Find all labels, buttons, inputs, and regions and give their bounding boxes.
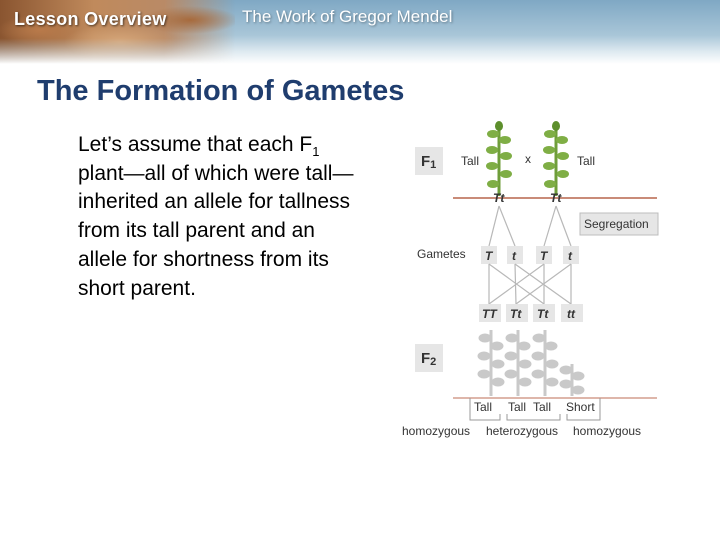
parent-right-label: Tall xyxy=(577,154,595,168)
gamete-box-2 xyxy=(507,246,523,264)
body-text-start: Let’s assume that each F xyxy=(78,133,313,156)
offspring-box-1 xyxy=(479,304,501,322)
parent-left-label: Tall xyxy=(461,154,479,168)
offspring-box-3 xyxy=(533,304,555,322)
f2-label-box xyxy=(415,344,443,372)
offspring-box-4 xyxy=(561,304,583,322)
f1-label-box xyxy=(415,147,443,175)
f2-plant-3 xyxy=(531,330,559,396)
body-text: Let’s assume that each F1 plant—all of w… xyxy=(78,131,358,303)
parent-left-genotype: Tt xyxy=(493,191,505,205)
unit-title: The Work of Gregor Mendel xyxy=(242,7,453,26)
body-text-end: plant—all of which were tall—inherited a… xyxy=(78,161,354,300)
segregation-label: Segregation xyxy=(584,217,649,231)
gamete-box-3 xyxy=(536,246,552,264)
offspring-genotype-3: Tt xyxy=(537,307,549,321)
parent-right-genotype: Tt xyxy=(550,191,562,205)
zygosity-brackets xyxy=(469,398,601,421)
zygosity-2: heterozygous xyxy=(486,424,558,438)
phenotype-1: Tall xyxy=(474,400,492,414)
offspring-box-2 xyxy=(506,304,528,322)
f2-plant-2 xyxy=(504,330,532,396)
gamete-box-4 xyxy=(563,246,579,264)
segregation-box xyxy=(579,212,659,236)
gametes-label: Gametes xyxy=(417,247,466,261)
offspring-genotype-1: TT xyxy=(482,307,498,321)
segregation-lines xyxy=(488,205,572,247)
phenotype-3: Tall xyxy=(533,400,551,414)
fertilization-lines xyxy=(488,263,572,305)
zygosity-1: homozygous xyxy=(402,424,470,438)
diagram-svg: F1 Tall x Tall Tt xyxy=(402,121,659,438)
gamete-4: t xyxy=(568,249,573,263)
f2-plant-4 xyxy=(559,364,585,396)
gamete-formation-diagram: F1 Tall x Tall Tt xyxy=(395,118,670,448)
header-photo xyxy=(0,0,235,64)
gamete-1: T xyxy=(485,249,494,263)
f2-plant-1 xyxy=(477,330,505,396)
header-banner: Lesson Overview The Work of Gregor Mende… xyxy=(0,0,720,64)
phenotype-2: Tall xyxy=(508,400,526,414)
f1-plant-right xyxy=(543,121,569,196)
gamete-box-1 xyxy=(481,246,497,264)
f2-label: F2 xyxy=(421,350,436,368)
gamete-3: T xyxy=(540,249,549,263)
phenotype-4: Short xyxy=(566,400,595,414)
f1-label: F1 xyxy=(421,153,436,171)
lesson-label: Lesson Overview xyxy=(14,9,167,29)
gamete-2: t xyxy=(512,249,517,263)
zygosity-3: homozygous xyxy=(573,424,641,438)
offspring-genotype-4: tt xyxy=(567,307,576,321)
cross-symbol: x xyxy=(525,152,531,166)
f1-plant-left xyxy=(486,121,512,196)
slide-title: The Formation of Gametes xyxy=(37,75,405,107)
offspring-genotype-2: Tt xyxy=(510,307,522,321)
body-subscript: 1 xyxy=(312,144,320,160)
